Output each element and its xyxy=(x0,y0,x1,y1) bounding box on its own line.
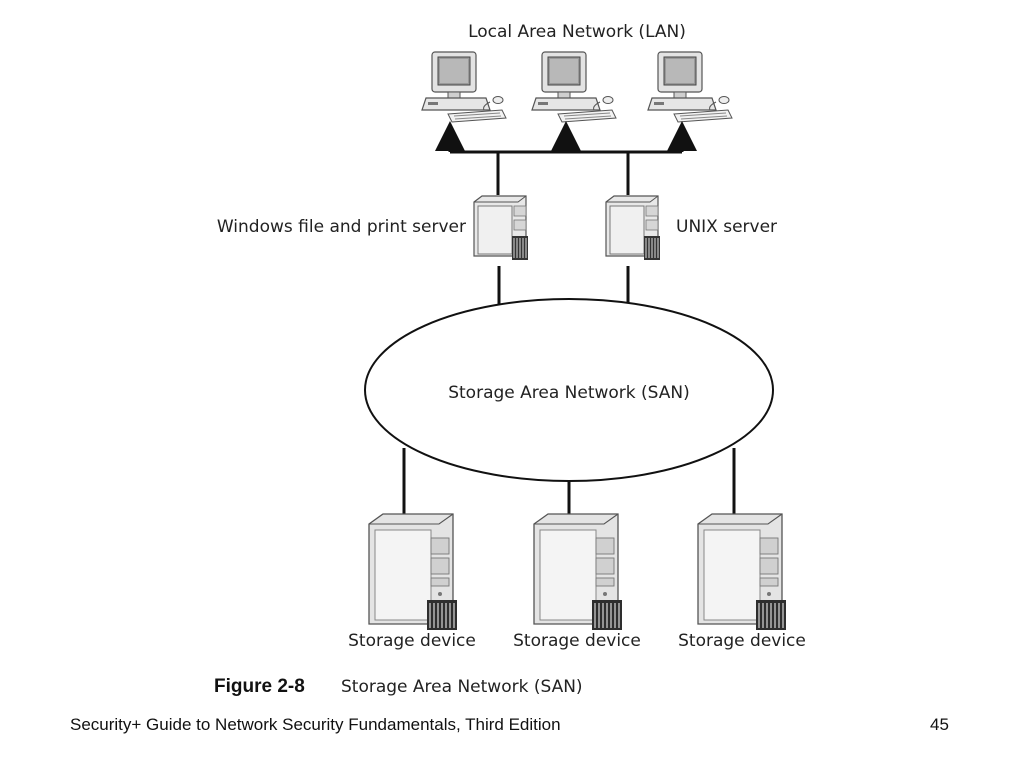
server-san-connections xyxy=(497,266,630,307)
desktop-computer-icon xyxy=(531,51,617,123)
storage-device-label: Storage device xyxy=(513,631,641,651)
storage-device-icon xyxy=(697,513,787,631)
lan-connections xyxy=(435,121,697,195)
windows-server-icon xyxy=(473,195,529,261)
page-number: 45 xyxy=(930,715,949,734)
lan-label: Local Area Network (LAN) xyxy=(468,22,686,42)
storage-device-label: Storage device xyxy=(348,631,476,651)
figure-number: Figure 2-8 xyxy=(214,676,305,697)
windows-server-label: Windows file and print server xyxy=(217,217,466,237)
figure-title: Storage Area Network (SAN) xyxy=(341,677,583,697)
storage-device-icon xyxy=(533,513,623,631)
book-title: Security+ Guide to Network Security Fund… xyxy=(70,715,561,734)
storage-device-icon xyxy=(368,513,458,631)
san-label: Storage Area Network (SAN) xyxy=(448,383,690,403)
san-storage-connections xyxy=(402,448,736,518)
desktop-computer-icon xyxy=(647,51,733,123)
unix-server-icon xyxy=(605,195,661,261)
desktop-computer-icon xyxy=(421,51,507,123)
unix-server-label: UNIX server xyxy=(676,217,777,237)
storage-device-label: Storage device xyxy=(678,631,806,651)
san-diagram: Local Area Network (LAN) Windows file an… xyxy=(214,22,806,697)
